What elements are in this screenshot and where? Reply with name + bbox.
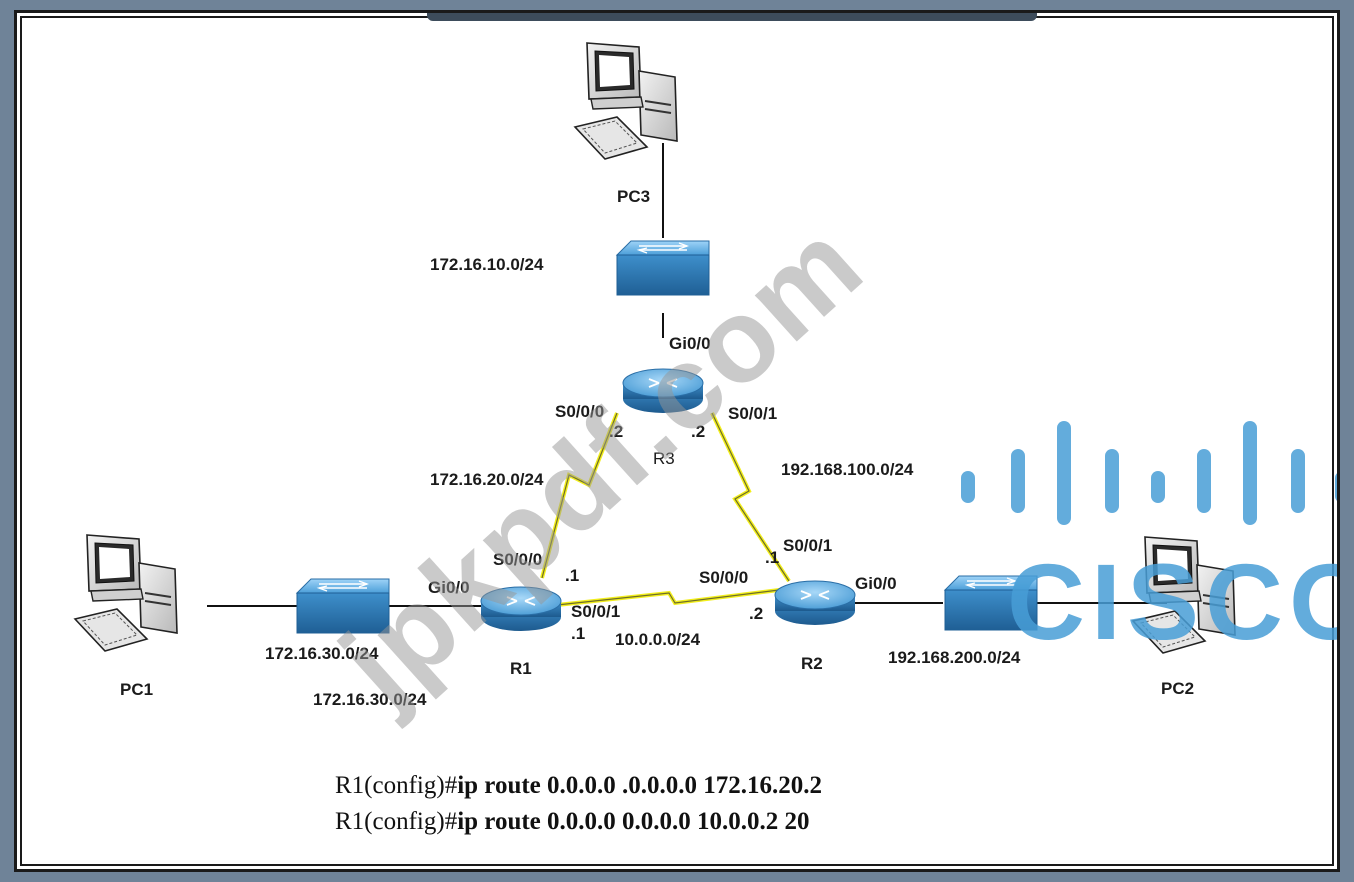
serial-link-r2-r3: [710, 412, 791, 583]
r2-s001-label: S0/0/1: [783, 536, 833, 555]
network-r1-r2: 10.0.0.0/24: [615, 630, 701, 649]
cisco-logo: CISCO: [1007, 541, 1337, 662]
r3-s000-label: S0/0/0: [555, 402, 605, 421]
r2-s000-host: .2: [749, 604, 764, 623]
network-lan-pc2: 192.168.200.0/24: [888, 648, 1021, 667]
r2-s001-host: .1: [765, 548, 780, 567]
r1-s000-label: S0/0/0: [493, 550, 543, 569]
pc3-icon: [574, 42, 678, 160]
network-lan-pc1-a: 172.16.30.0/24: [265, 644, 379, 663]
command-1-prompt: R1(config)#: [335, 772, 458, 799]
top-bar: [427, 13, 1037, 21]
network-lan-pc1-b: 172.16.30.0/24: [313, 690, 427, 709]
cisco-logo-bars: [961, 421, 1337, 525]
command-1-text: ip route 0.0.0.0 .0.0.0.0 172.16.20.2: [457, 772, 823, 799]
pc1-label: PC1: [120, 680, 154, 699]
r2-s000-label: S0/0/0: [699, 568, 749, 587]
r3-s000-host: .2: [609, 422, 624, 441]
r3-s001-host: .2: [691, 422, 706, 441]
command-line-2: R1(config)#ip route 0.0.0.0 0.0.0.0 10.0…: [335, 809, 810, 834]
topology-canvas: [74, 42, 1337, 654]
pc2-label: PC2: [1161, 679, 1195, 698]
command-line-1: R1(config)#ip route 0.0.0.0 .0.0.0.0 172…: [335, 773, 822, 798]
command-2-text: ip route 0.0.0.0 0.0.0.0 10.0.0.2 20: [457, 808, 810, 835]
network-r2-r3: 192.168.100.0/24: [781, 460, 914, 479]
r3-s001-label: S0/0/1: [728, 404, 778, 423]
serial-link-r1-r3: [540, 412, 619, 579]
diagram-frame: CISCO PC3 PC1 PC2 R3 R1 R2 172.16.10.0/2…: [14, 10, 1340, 872]
r2-label: R2: [801, 654, 823, 673]
r3-label: R3: [653, 449, 675, 468]
r1-gi-label: Gi0/0: [428, 578, 470, 597]
r1-s001-label: S0/0/1: [571, 602, 621, 621]
r1-s001-host: .1: [571, 624, 586, 643]
network-lan-pc3: 172.16.10.0/24: [430, 255, 544, 274]
r1-s000-host: .1: [565, 566, 580, 585]
r3-gi-label: Gi0/0: [669, 334, 711, 353]
router-r2-icon: [774, 580, 856, 626]
command-2-prompt: R1(config)#: [335, 808, 458, 835]
r1-label: R1: [510, 659, 532, 678]
pc3-label: PC3: [617, 187, 651, 206]
pc1-icon: [74, 534, 178, 652]
network-r1-r3: 172.16.20.0/24: [430, 470, 544, 489]
serial-link-r1-r2: [556, 587, 788, 607]
r2-gi-label: Gi0/0: [855, 574, 897, 593]
